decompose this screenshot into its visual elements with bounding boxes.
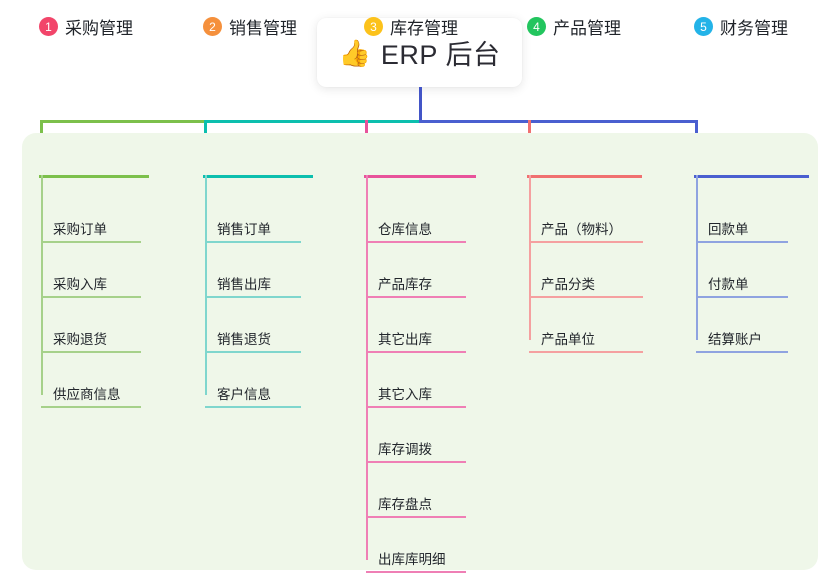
leaf-item[interactable]: 产品单位 xyxy=(527,298,661,353)
leaf-item-label: 采购入库 xyxy=(53,277,107,292)
thumbs-up-emoji: 👍 xyxy=(338,37,371,68)
branch-title: 采购管理 xyxy=(65,19,133,38)
leaf-item[interactable]: 销售退货 xyxy=(203,298,319,353)
bus-segment-1 xyxy=(40,120,205,123)
branch-spine xyxy=(366,175,368,560)
leaf-item[interactable]: 产品（物料） xyxy=(527,188,661,243)
leaf-item-label: 结算账户 xyxy=(708,332,762,347)
leaf-item-label: 仓库信息 xyxy=(378,222,432,237)
leaf-item-label: 出库库明细 xyxy=(378,552,446,567)
leaf-item[interactable]: 产品分类 xyxy=(527,243,661,298)
branch-header-3[interactable]: 3 库存管理 xyxy=(364,14,458,39)
leaf-item-underline xyxy=(366,241,466,243)
branch-number-badge: 3 xyxy=(364,17,383,36)
leaf-item-label: 库存调拨 xyxy=(378,442,432,457)
leaf-item-underline xyxy=(366,351,466,353)
branch-header-5[interactable]: 5 财务管理 xyxy=(694,14,788,39)
leaf-item-underline xyxy=(366,516,466,518)
branch-header-underline xyxy=(203,175,313,178)
leaf-item-underline xyxy=(696,351,788,353)
leaf-item-underline xyxy=(366,296,466,298)
leaf-item-underline xyxy=(41,351,141,353)
leaf-item-label: 其它出库 xyxy=(378,332,432,347)
leaf-item-underline xyxy=(41,406,141,408)
leaf-item-underline xyxy=(366,461,466,463)
branch-header-underline xyxy=(694,175,809,178)
leaf-item[interactable]: 供应商信息 xyxy=(39,353,159,408)
branch-spine xyxy=(696,175,698,340)
branch-title: 财务管理 xyxy=(720,19,788,38)
leaf-item-label: 供应商信息 xyxy=(53,387,121,402)
leaf-item-underline xyxy=(205,406,301,408)
leaf-item-label: 产品（物料） xyxy=(541,222,622,237)
branch-header-underline xyxy=(39,175,149,178)
branch-header-2[interactable]: 2 销售管理 xyxy=(203,14,297,39)
branch-number-badge: 5 xyxy=(694,17,713,36)
leaf-item-underline xyxy=(529,241,643,243)
branch-header-underline xyxy=(527,175,642,178)
leaf-item-underline xyxy=(366,571,466,573)
leaf-item[interactable]: 仓库信息 xyxy=(364,188,484,243)
leaf-item-label: 库存盘点 xyxy=(378,497,432,512)
leaf-item[interactable]: 其它入库 xyxy=(364,353,484,408)
leaf-item-label: 回款单 xyxy=(708,222,749,237)
branch-header-underline xyxy=(364,175,476,178)
leaf-item-label: 采购订单 xyxy=(53,222,107,237)
branch-number-badge: 1 xyxy=(39,17,58,36)
leaf-item[interactable]: 销售订单 xyxy=(203,188,319,243)
branch-number-badge: 4 xyxy=(527,17,546,36)
branch-header-1[interactable]: 1 采购管理 xyxy=(39,14,133,39)
root-title-card[interactable]: 👍 ERP 后台 xyxy=(317,18,522,87)
branch-spine xyxy=(529,175,531,340)
leaf-item-label: 采购退货 xyxy=(53,332,107,347)
leaf-item[interactable]: 回款单 xyxy=(694,188,806,243)
leaf-item-underline xyxy=(529,296,643,298)
leaf-item-label: 产品分类 xyxy=(541,277,595,292)
leaf-item[interactable]: 库存调拨 xyxy=(364,408,484,463)
branch-header-4[interactable]: 4 产品管理 xyxy=(527,14,621,39)
leaf-item-label: 客户信息 xyxy=(217,387,271,402)
leaf-item-underline xyxy=(205,241,301,243)
leaf-item-underline xyxy=(41,296,141,298)
leaf-item[interactable]: 采购入库 xyxy=(39,243,159,298)
leaf-item-label: 其它入库 xyxy=(378,387,432,402)
leaf-item[interactable]: 销售出库 xyxy=(203,243,319,298)
branch-title: 产品管理 xyxy=(553,19,621,38)
branch-number-badge: 2 xyxy=(203,17,222,36)
leaf-item[interactable]: 结算账户 xyxy=(694,298,806,353)
leaf-item[interactable]: 库存盘点 xyxy=(364,463,484,518)
branch-spine xyxy=(41,175,43,395)
leaf-item-underline xyxy=(41,241,141,243)
leaf-item-underline xyxy=(529,351,643,353)
leaf-item[interactable]: 采购退货 xyxy=(39,298,159,353)
leaf-item[interactable]: 出库库明细 xyxy=(364,518,484,573)
leaf-item[interactable]: 产品库存 xyxy=(364,243,484,298)
bus-segment-3 xyxy=(419,120,698,123)
branch-title: 库存管理 xyxy=(390,19,458,38)
leaf-item[interactable]: 付款单 xyxy=(694,243,806,298)
leaf-item-underline xyxy=(205,351,301,353)
leaf-item-underline xyxy=(366,406,466,408)
leaf-item-label: 销售订单 xyxy=(217,222,271,237)
leaf-item[interactable]: 客户信息 xyxy=(203,353,319,408)
leaf-item-label: 产品单位 xyxy=(541,332,595,347)
leaf-item-label: 销售退货 xyxy=(217,332,271,347)
leaf-item-underline xyxy=(696,296,788,298)
page-title: ERP 后台 xyxy=(380,40,501,70)
leaf-item-underline xyxy=(205,296,301,298)
root-stem xyxy=(419,87,422,123)
leaf-item-underline xyxy=(696,241,788,243)
leaf-item-label: 销售出库 xyxy=(217,277,271,292)
branch-spine xyxy=(205,175,207,395)
leaf-item[interactable]: 其它出库 xyxy=(364,298,484,353)
leaf-item-label: 付款单 xyxy=(708,277,749,292)
bus-segment-2 xyxy=(204,120,422,123)
leaf-item-label: 产品库存 xyxy=(378,277,432,292)
leaf-item[interactable]: 采购订单 xyxy=(39,188,159,243)
branch-title: 销售管理 xyxy=(229,19,297,38)
